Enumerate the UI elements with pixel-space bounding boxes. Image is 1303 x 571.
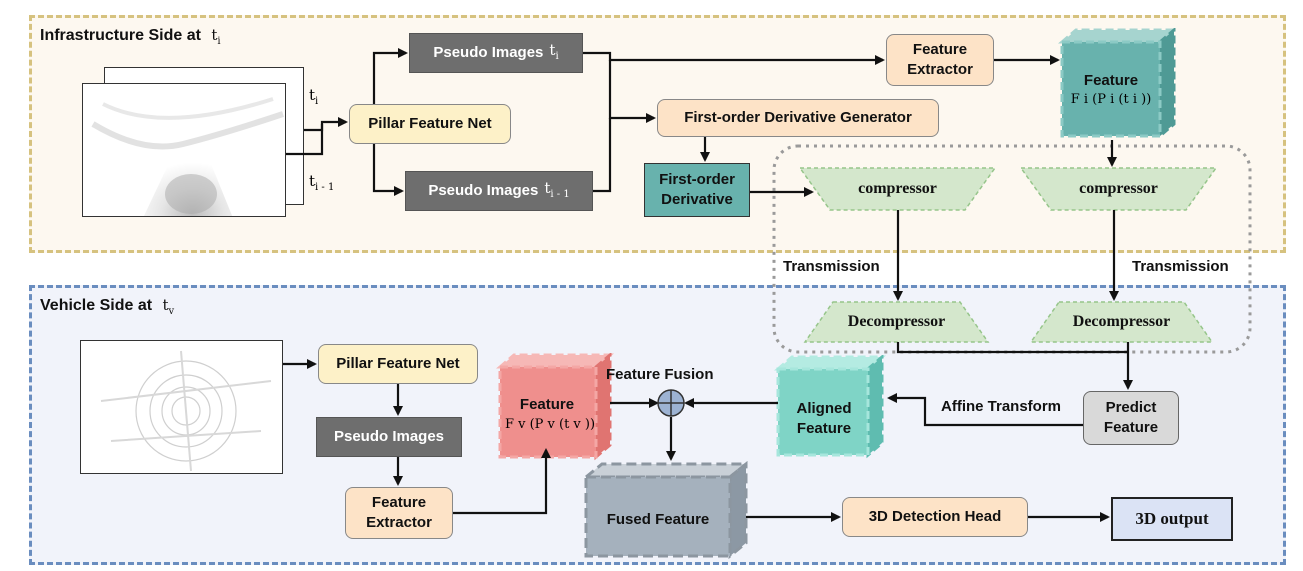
infra-pillar-feature-net: Pillar Feature Net (349, 104, 511, 144)
infrastructure-side-title: Infrastructure Side at ti (40, 26, 221, 47)
pseudo-images-ti: Pseudo Images ti (409, 33, 583, 73)
compressor-left: compressor (858, 180, 937, 197)
fused-feature-label: Fused Feature (606, 511, 710, 528)
vehicle-feature-cube-label: Feature (519, 396, 575, 413)
infra-feature-cube (1058, 28, 1178, 140)
vehicle-point-cloud-image (81, 341, 282, 473)
vehicle-pseudo-images: Pseudo Images (316, 417, 462, 457)
vehicle-feature-cube-formula: F v (P v (t v )) (504, 417, 596, 432)
infra-feature-cube-label: Feature (1083, 72, 1139, 89)
3d-output: 3D output (1111, 497, 1233, 541)
affine-transform-label: Affine Transform (941, 398, 1062, 415)
decompressor-left: Decompressor (847, 313, 946, 330)
vehicle-pillar-feature-net: Pillar Feature Net (318, 344, 478, 384)
compressor-right: compressor (1079, 180, 1158, 197)
vehicle-side-title: Vehicle Side at tv (40, 296, 175, 317)
vehicle-feature-cube (496, 353, 614, 461)
vehicle-lidar-frame (80, 340, 283, 474)
3d-detection-head: 3D Detection Head (842, 497, 1028, 537)
compressor-left-shape (798, 167, 997, 211)
decompressor-right-shape (1029, 301, 1214, 343)
fused-feature-cube (581, 461, 750, 560)
first-order-derivative-generator: First-order Derivative Generator (657, 99, 939, 137)
frame-label-ti-minus-1: ti - 1 (309, 172, 335, 193)
decompressor-left-shape (803, 301, 990, 343)
lidar-frame-front (82, 83, 286, 217)
frame-label-ti: ti (309, 86, 319, 107)
infra-feature-cube-formula: F i (P i (t i )) (1070, 92, 1152, 107)
compressor-right-shape (1019, 167, 1218, 211)
infra-point-cloud-image (83, 84, 285, 216)
transmission-right-label: Transmission (1132, 258, 1229, 275)
transmission-left-label: Transmission (783, 258, 880, 275)
decompressor-right: Decompressor (1072, 313, 1171, 330)
pseudo-images-ti-minus-1: Pseudo Images ti - 1 (405, 171, 593, 211)
fusion-operator-icon (657, 389, 685, 417)
aligned-feature-cube (774, 355, 886, 459)
feature-fusion-label: Feature Fusion (606, 366, 714, 383)
